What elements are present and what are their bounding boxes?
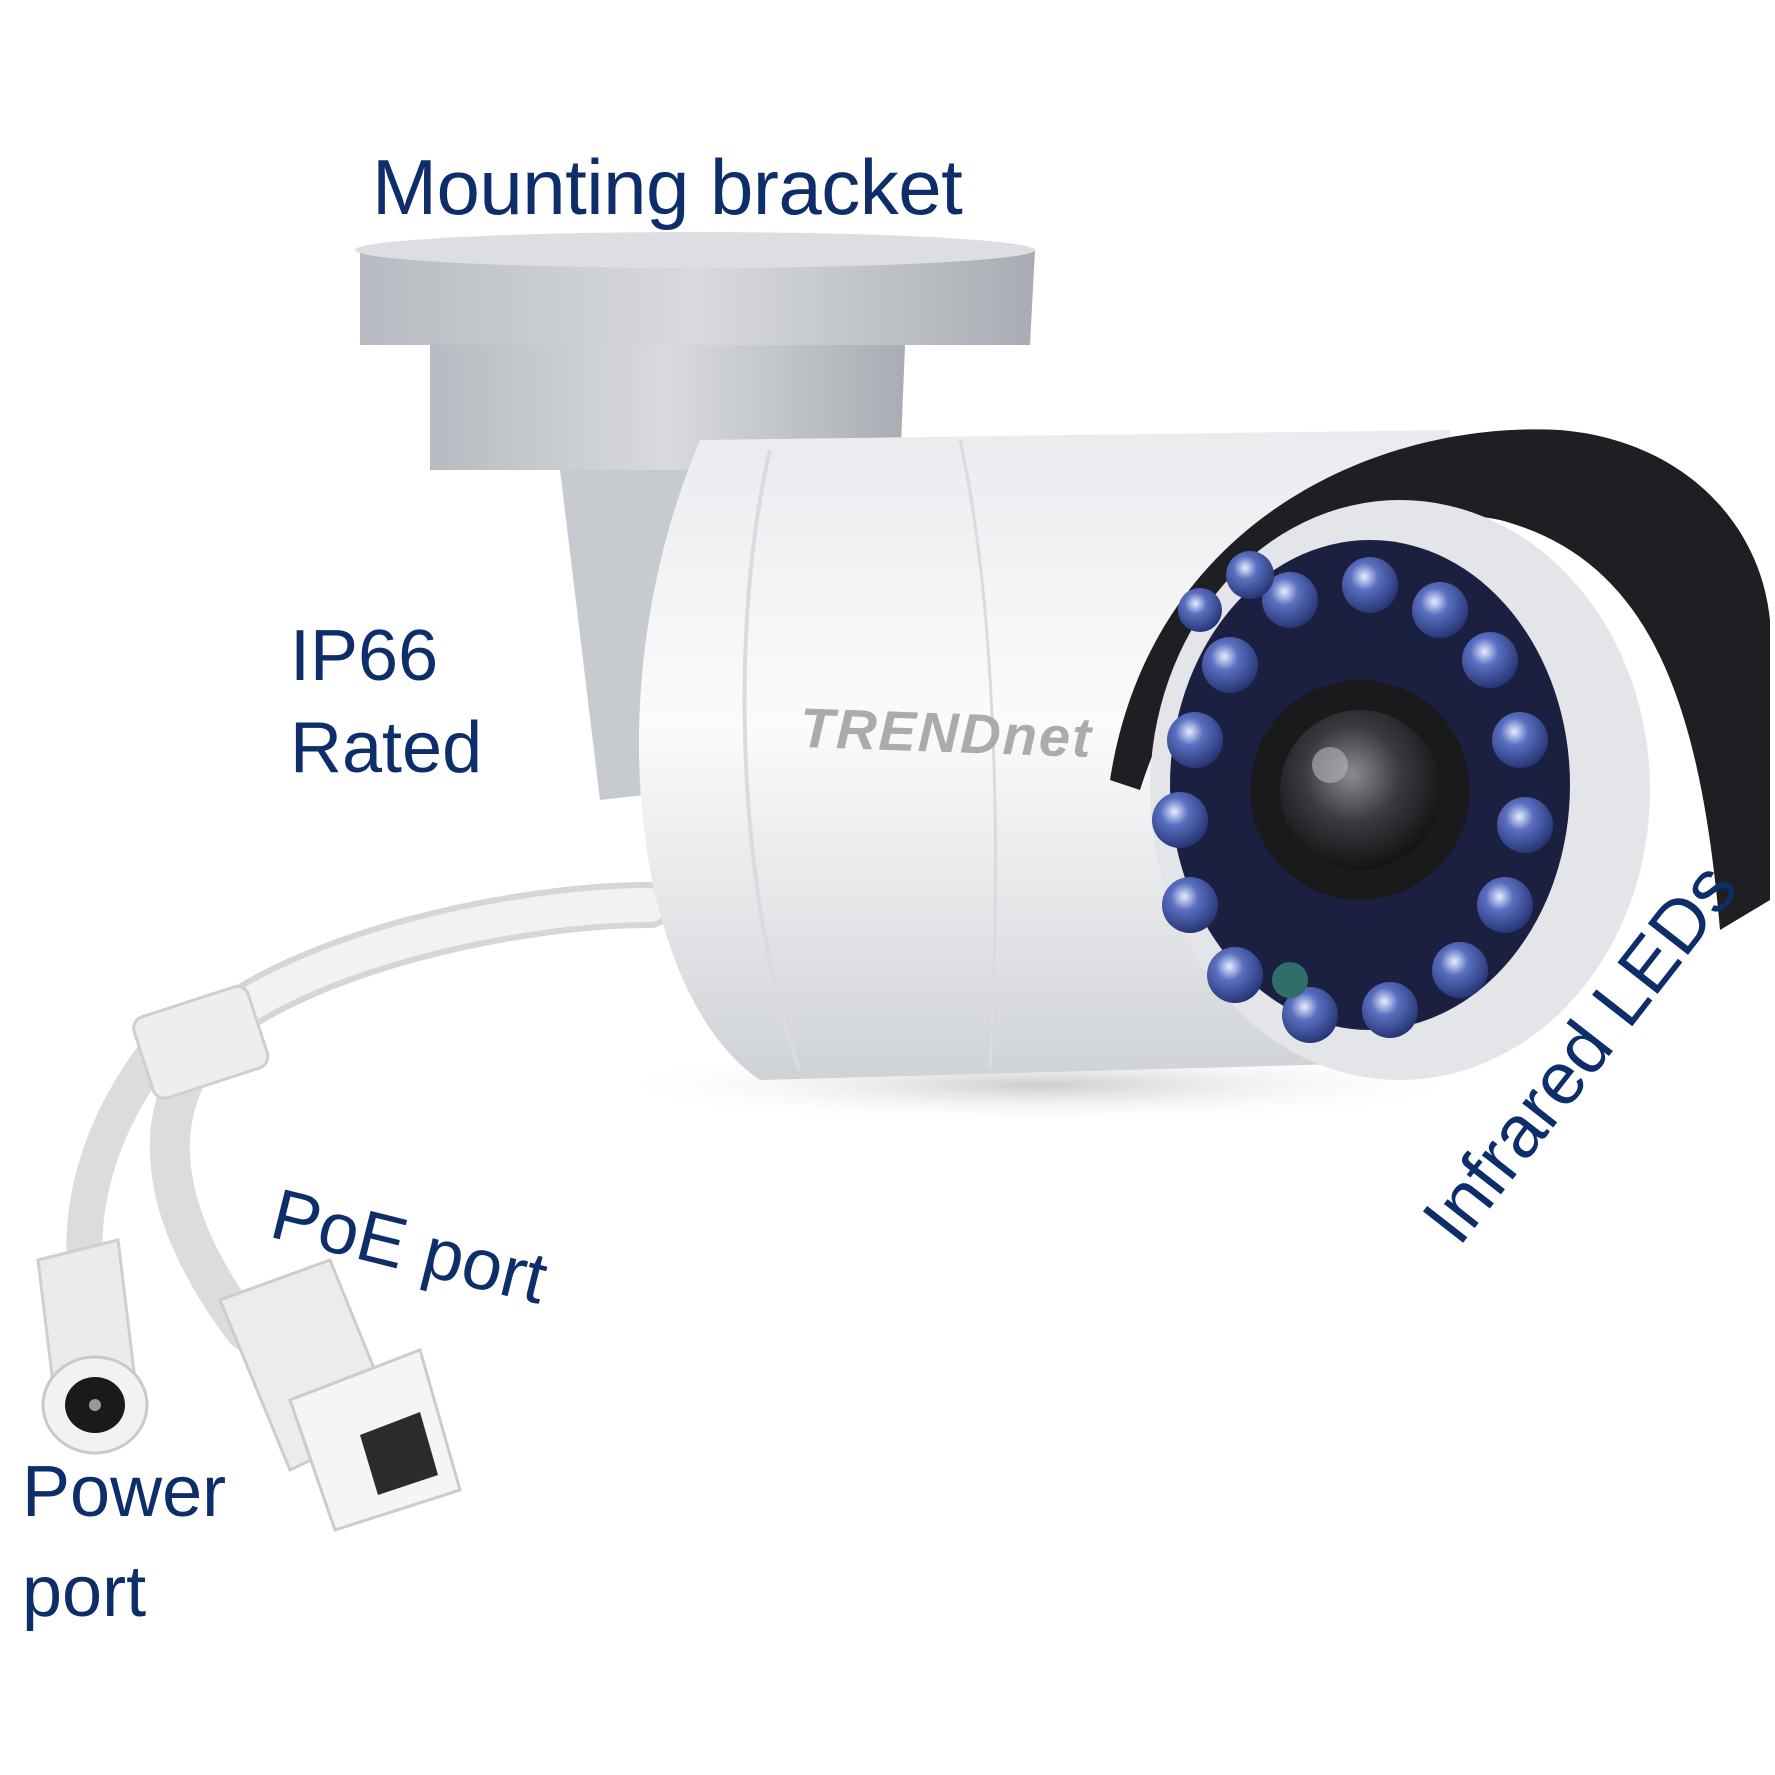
lens	[1280, 710, 1440, 870]
power-port-label-line2: port	[22, 1552, 147, 1632]
mounting-bracket-label: Mounting bracket	[372, 143, 963, 231]
ip66-label-line2: Rated	[290, 708, 483, 788]
infrared-leds	[1152, 551, 1553, 1043]
light-sensor	[1272, 962, 1308, 998]
camera-front	[1150, 500, 1650, 1080]
cable-splitter	[132, 985, 270, 1100]
power-port-connector	[36, 1238, 149, 1455]
brand-logo: TRENDnet	[798, 695, 1094, 770]
ip66-label-line1: IP66	[290, 616, 439, 696]
power-port-label-line1: Power	[22, 1452, 227, 1532]
poe-port-connector	[218, 1258, 462, 1532]
